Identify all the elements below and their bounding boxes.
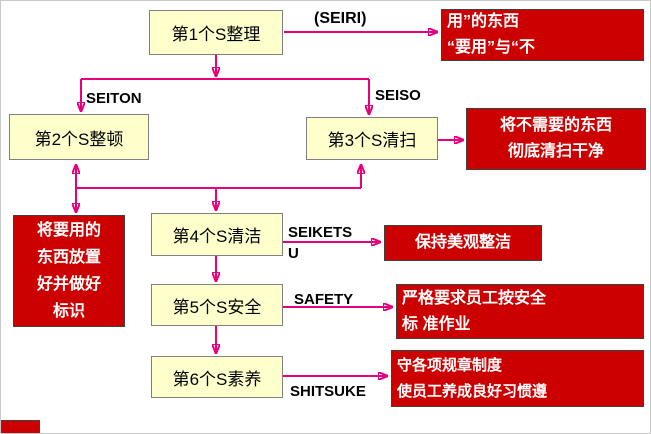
step-4-box: 第4个S清洁: [151, 213, 283, 256]
note-line: 用”的东西: [447, 13, 520, 30]
note-line: 好并做好: [36, 276, 101, 293]
note-line: 标识: [52, 303, 85, 320]
step-2-box: 第2个S整顿: [9, 114, 149, 160]
label-seiton: SEITON: [86, 90, 142, 107]
step-5-box: 第5个S安全: [151, 284, 283, 326]
note-line: 保持美观整洁: [414, 234, 511, 251]
note-line: 将要用的: [36, 222, 101, 239]
step-1-label: 第1个S整理: [171, 25, 261, 44]
step-2-label: 第2个S整顿: [34, 129, 124, 149]
step-5-label: 第5个S安全: [172, 297, 262, 317]
step-3-box: 第3个S清扫: [306, 117, 438, 160]
step-6-box: 第6个S素养: [151, 356, 283, 398]
note-seiri: 用”的东西 “要用”与“不: [441, 9, 644, 61]
label-seiketsu-line2: U: [288, 245, 299, 262]
corner-red-fragment: [1, 420, 40, 433]
label-seiketsu: SEIKETS U: [288, 222, 352, 264]
label-seiketsu-line1: SEIKETS: [288, 224, 353, 241]
note-line: 标 准作业: [402, 315, 471, 333]
note-seiton: 将要用的 东西放置 好并做好 标识: [13, 215, 125, 327]
note-line: 使员工养成良好习惯遵: [397, 382, 548, 400]
note-line: 将不需要的东西: [499, 117, 612, 134]
note-line: 严格要求员工按安全: [402, 289, 547, 307]
note-line: 守各项规章制度: [397, 356, 503, 374]
step-4-label: 第4个S清洁: [172, 227, 262, 246]
note-line: “要用”与“不: [447, 39, 536, 56]
note-seiso: 将不需要的东西 彻底清扫干净: [466, 108, 646, 170]
label-seiri: (SEIRI): [314, 10, 367, 27]
step-3-label: 第3个S清扫: [327, 131, 417, 150]
note-safety: 严格要求员工按安全 标 准作业: [396, 284, 644, 339]
step-1-box: 第1个S整理: [149, 10, 283, 55]
step-6-label: 第6个S素养: [172, 369, 262, 389]
label-seiso: SEISO: [375, 87, 421, 104]
label-safety: SAFETY: [294, 291, 354, 308]
note-seiketsu: 保持美观整洁: [384, 225, 542, 261]
note-line: 东西放置: [36, 249, 101, 266]
label-shitsuke: SHITSUKE: [290, 383, 366, 400]
note-shitsuke: 守各项规章制度 使员工养成良好习惯遵: [391, 350, 644, 407]
note-line: 彻底清扫干净: [507, 143, 604, 160]
